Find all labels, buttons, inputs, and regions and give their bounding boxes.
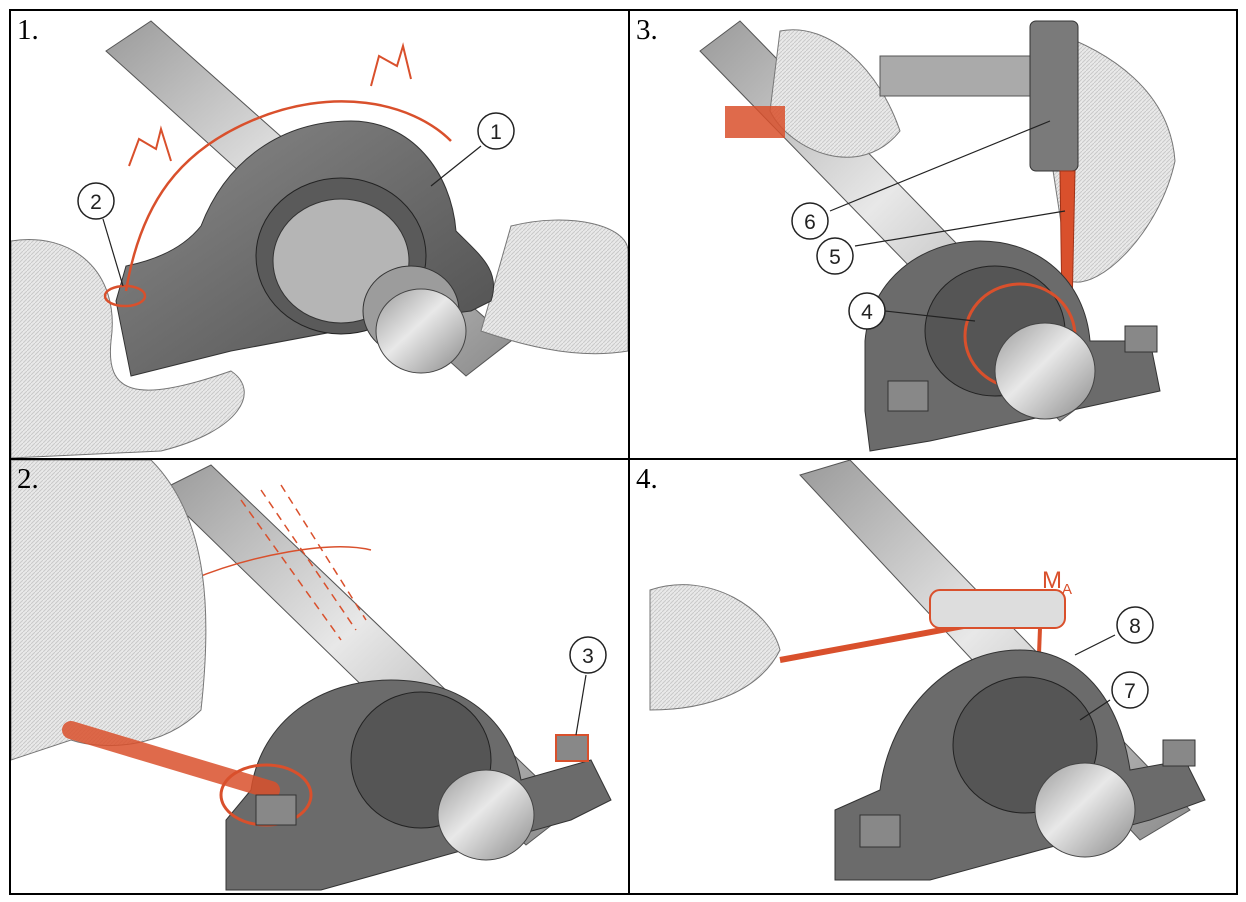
- step-1-panel: 1 2 1.: [11, 11, 628, 458]
- hammer-head: [1029, 20, 1079, 172]
- motion-arrow-right-icon: [370, 42, 412, 87]
- callout-circle-1: [477, 112, 515, 150]
- shaft-end: [375, 288, 467, 374]
- callout-circle-3: [569, 636, 607, 674]
- bolt-right: [1162, 739, 1196, 767]
- shaft-end: [437, 769, 535, 861]
- callout-circle-4: [848, 292, 886, 330]
- hand: [11, 460, 207, 761]
- callout-6: 6: [804, 211, 816, 234]
- callout-circle-5: [816, 237, 854, 275]
- step-1-illustration: 1 2: [11, 20, 628, 458]
- callout-3: 3: [582, 645, 594, 668]
- step-4-illustration: M A 8 7: [649, 460, 1206, 881]
- hand: [649, 584, 781, 711]
- left-hand: [769, 29, 901, 158]
- callout-circle-2: [77, 182, 115, 220]
- callout-2: 2: [90, 191, 102, 214]
- instruction-grid: 1 2 1.: [9, 9, 1238, 895]
- bolt-left: [859, 814, 901, 848]
- callout-7: 7: [1124, 680, 1136, 703]
- callout-8: 8: [1129, 615, 1141, 638]
- step-4-panel: M A 8 7 4.: [630, 460, 1236, 893]
- bolt-right: [555, 734, 589, 762]
- shaft-end: [1034, 762, 1136, 858]
- torque-label: M: [1042, 567, 1062, 594]
- step-2-panel: 3 2.: [11, 460, 628, 893]
- grid-divider-vertical: [628, 11, 630, 893]
- left-hand: [11, 239, 245, 458]
- lubrication-path-arrow: [124, 100, 452, 292]
- callout-5: 5: [829, 246, 841, 269]
- callout-4: 4: [861, 301, 873, 324]
- step-4-number: 4.: [636, 463, 658, 495]
- callout-circle-8: [1116, 606, 1154, 644]
- grid-divider-horizontal: [11, 458, 1236, 460]
- step-3-illustration: 6 5 4: [699, 20, 1176, 452]
- step-3-number: 3.: [636, 14, 658, 46]
- step-2-number: 2.: [17, 463, 39, 495]
- torque-label-subscript: A: [1062, 581, 1072, 598]
- step-1-number: 1.: [17, 14, 39, 46]
- shaft-end: [994, 322, 1096, 420]
- right-hand: [480, 219, 628, 355]
- hammer-handle-end: [725, 106, 785, 138]
- rotation-arc: [190, 546, 372, 581]
- bolt-right: [1124, 325, 1158, 353]
- torque-wrench-head: [929, 589, 1066, 629]
- bolt-left: [255, 794, 297, 826]
- step-3-panel: 6 5 4 3.: [630, 11, 1236, 458]
- bolt-left: [887, 380, 929, 412]
- alignment-lines: [240, 484, 367, 641]
- grease-nipple-highlight: [103, 284, 147, 308]
- callout-circle-6: [791, 202, 829, 240]
- step-2-illustration: 3: [11, 460, 612, 891]
- callout-1: 1: [490, 121, 502, 144]
- right-hand: [1049, 30, 1176, 283]
- callout-circle-7: [1111, 671, 1149, 709]
- wrench: [62, 721, 280, 799]
- hammer-handle: [879, 55, 1041, 97]
- motion-arrow-left-icon: [128, 125, 172, 167]
